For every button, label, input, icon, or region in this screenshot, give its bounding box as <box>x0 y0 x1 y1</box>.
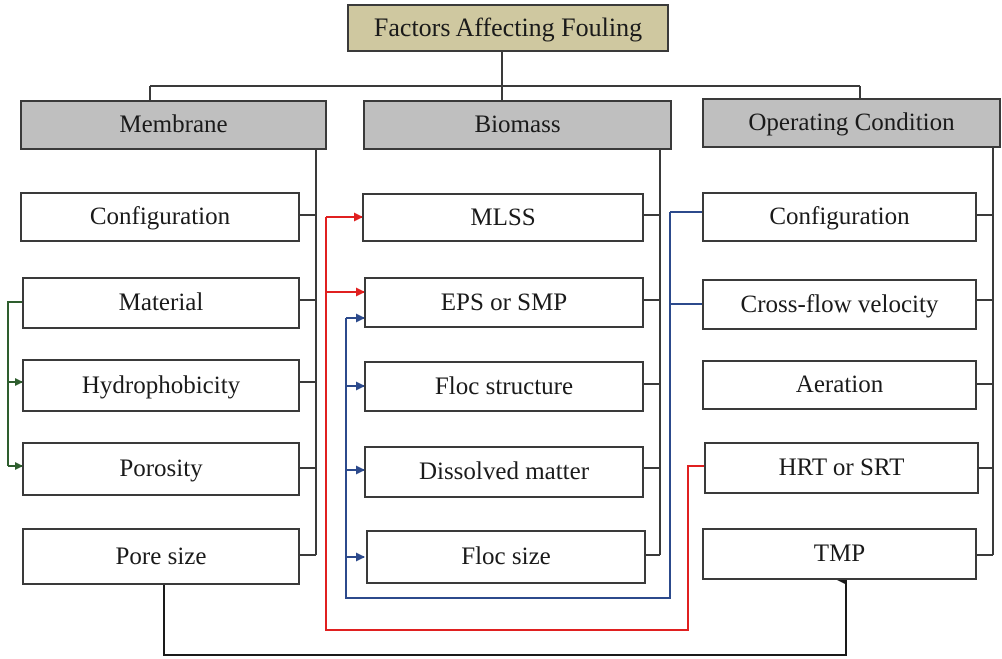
operating-item-tmp: TMP <box>702 528 977 580</box>
srt-link-arrows <box>325 212 704 631</box>
material-link-arrows <box>7 301 23 470</box>
biomass-item-floc-structure: Floc structure <box>364 361 644 412</box>
biomass-item-eps-smp: EPS or SMP <box>364 277 644 328</box>
membrane-item-porosity: Porosity <box>22 442 300 496</box>
diagram-title: Factors Affecting Fouling <box>347 4 669 52</box>
membrane-item-pore-size: Pore size <box>22 528 300 585</box>
operating-item-cross-flow-velocity: Cross-flow velocity <box>702 279 977 330</box>
crossflow-link-arrows <box>345 211 702 599</box>
operating-item-configuration: Configuration <box>702 192 977 242</box>
membrane-item-hydrophobicity: Hydrophobicity <box>22 359 300 412</box>
operating-item-hrt-srt: HRT or SRT <box>704 442 979 494</box>
hierarchy-lines <box>149 52 994 556</box>
biomass-item-mlss: MLSS <box>362 193 644 242</box>
membrane-item-configuration: Configuration <box>20 192 300 242</box>
operating-item-aeration: Aeration <box>702 360 977 410</box>
membrane-item-material: Material <box>22 277 300 329</box>
poresize-link-arrow <box>163 575 847 656</box>
header-membrane: Membrane <box>20 100 327 150</box>
biomass-item-floc-size: Floc size <box>366 530 646 584</box>
header-operating-condition: Operating Condition <box>702 98 1001 148</box>
biomass-item-dissolved-matter: Dissolved matter <box>364 446 644 498</box>
header-biomass: Biomass <box>363 100 672 150</box>
